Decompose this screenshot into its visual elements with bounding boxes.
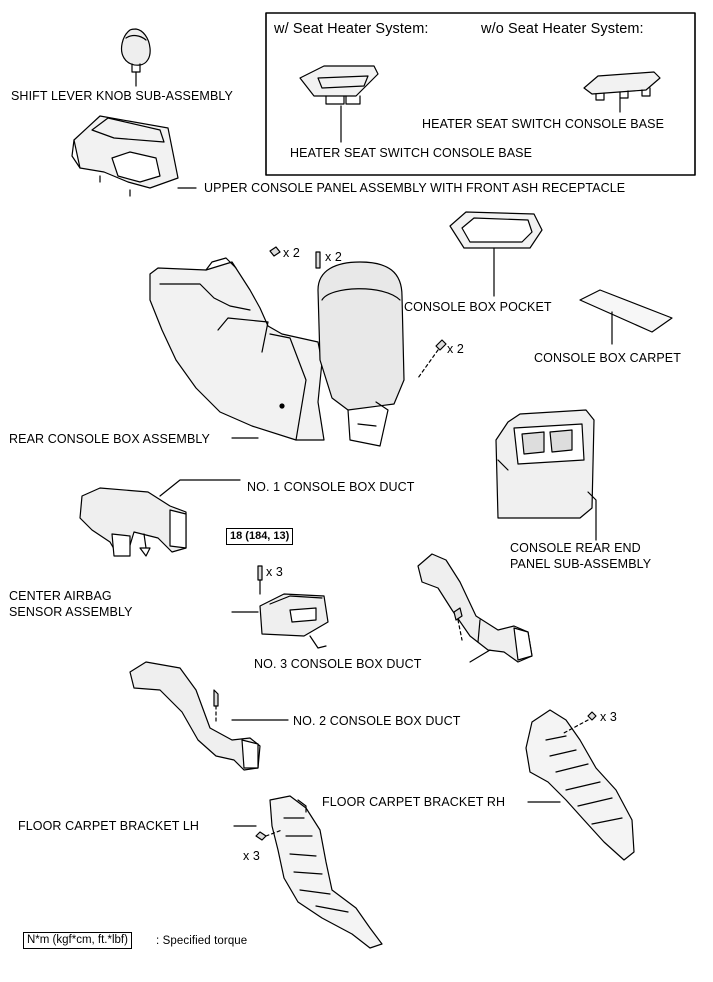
no3-duct-drawing <box>417 553 533 663</box>
qty-rh-clips: x 3 <box>600 710 617 724</box>
upper-panel-drawing <box>71 115 197 197</box>
pocket-label: CONSOLE BOX POCKET <box>404 300 552 314</box>
upper-panel-label: UPPER CONSOLE PANEL ASSEMBLY WITH FRONT … <box>204 181 626 195</box>
bracket-lh-label: FLOOR CARPET BRACKET LH <box>18 819 200 833</box>
carpet-label: CONSOLE BOX CARPET <box>534 351 681 365</box>
torque-unit-box: N*m (kgf*cm, ft.*lbf) <box>23 932 132 949</box>
bracket-rh-label: FLOOR CARPET BRACKET RH <box>322 795 506 809</box>
airbag-sensor-label-line1: CENTER AIRBAG <box>9 589 112 603</box>
torque-spec-box: 18 (184, 13) <box>226 528 294 545</box>
qty-lh-clips: x 3 <box>243 849 260 863</box>
shift-knob-drawing <box>120 28 151 87</box>
rear-console-drawing <box>149 257 405 447</box>
heater-base-without-label: HEATER SEAT SWITCH CONSOLE BASE <box>422 117 665 131</box>
rear-end-panel-label-line1: CONSOLE REAR END <box>510 541 641 555</box>
no1-duct-drawing <box>79 479 241 557</box>
rear-console-label: REAR CONSOLE BOX ASSEMBLY <box>9 432 210 446</box>
clips-upper <box>269 246 447 379</box>
qty-clip-c: x 2 <box>447 342 464 356</box>
qty-sensor-bolts: x 3 <box>266 565 283 579</box>
rear-end-panel-drawing <box>495 409 597 541</box>
inset-frame <box>265 12 696 176</box>
no1-duct-label: NO. 1 CONSOLE BOX DUCT <box>247 480 415 494</box>
pocket-drawing <box>449 211 543 297</box>
rear-end-panel-label-line2: PANEL SUB-ASSEMBLY <box>510 557 652 571</box>
bracket-lh-drawing <box>233 795 383 949</box>
no3-duct-label: NO. 3 CONSOLE BOX DUCT <box>254 657 422 671</box>
no2-duct-label: NO. 2 CONSOLE BOX DUCT <box>293 714 461 728</box>
heater-base-with-drawing <box>299 65 379 143</box>
heater-base-without-drawing <box>583 71 661 113</box>
qty-screw-b: x 2 <box>325 250 342 264</box>
no2-duct-drawing <box>129 661 289 771</box>
heater-base-with-label: HEATER SEAT SWITCH CONSOLE BASE <box>290 146 533 160</box>
airbag-sensor-label-line2: SENSOR ASSEMBLY <box>9 605 133 619</box>
airbag-sensor-drawing <box>231 565 329 649</box>
torque-legend-text: : Specified torque <box>156 935 248 947</box>
carpet-drawing <box>579 289 673 345</box>
qty-clip-a: x 2 <box>283 246 300 260</box>
shift-knob-label: SHIFT LEVER KNOB SUB-ASSEMBLY <box>11 89 233 103</box>
with-heater-title: w/ Seat Heater System: <box>274 21 429 37</box>
bracket-rh-drawing <box>525 709 635 861</box>
without-heater-title: w/o Seat Heater System: <box>481 21 644 37</box>
